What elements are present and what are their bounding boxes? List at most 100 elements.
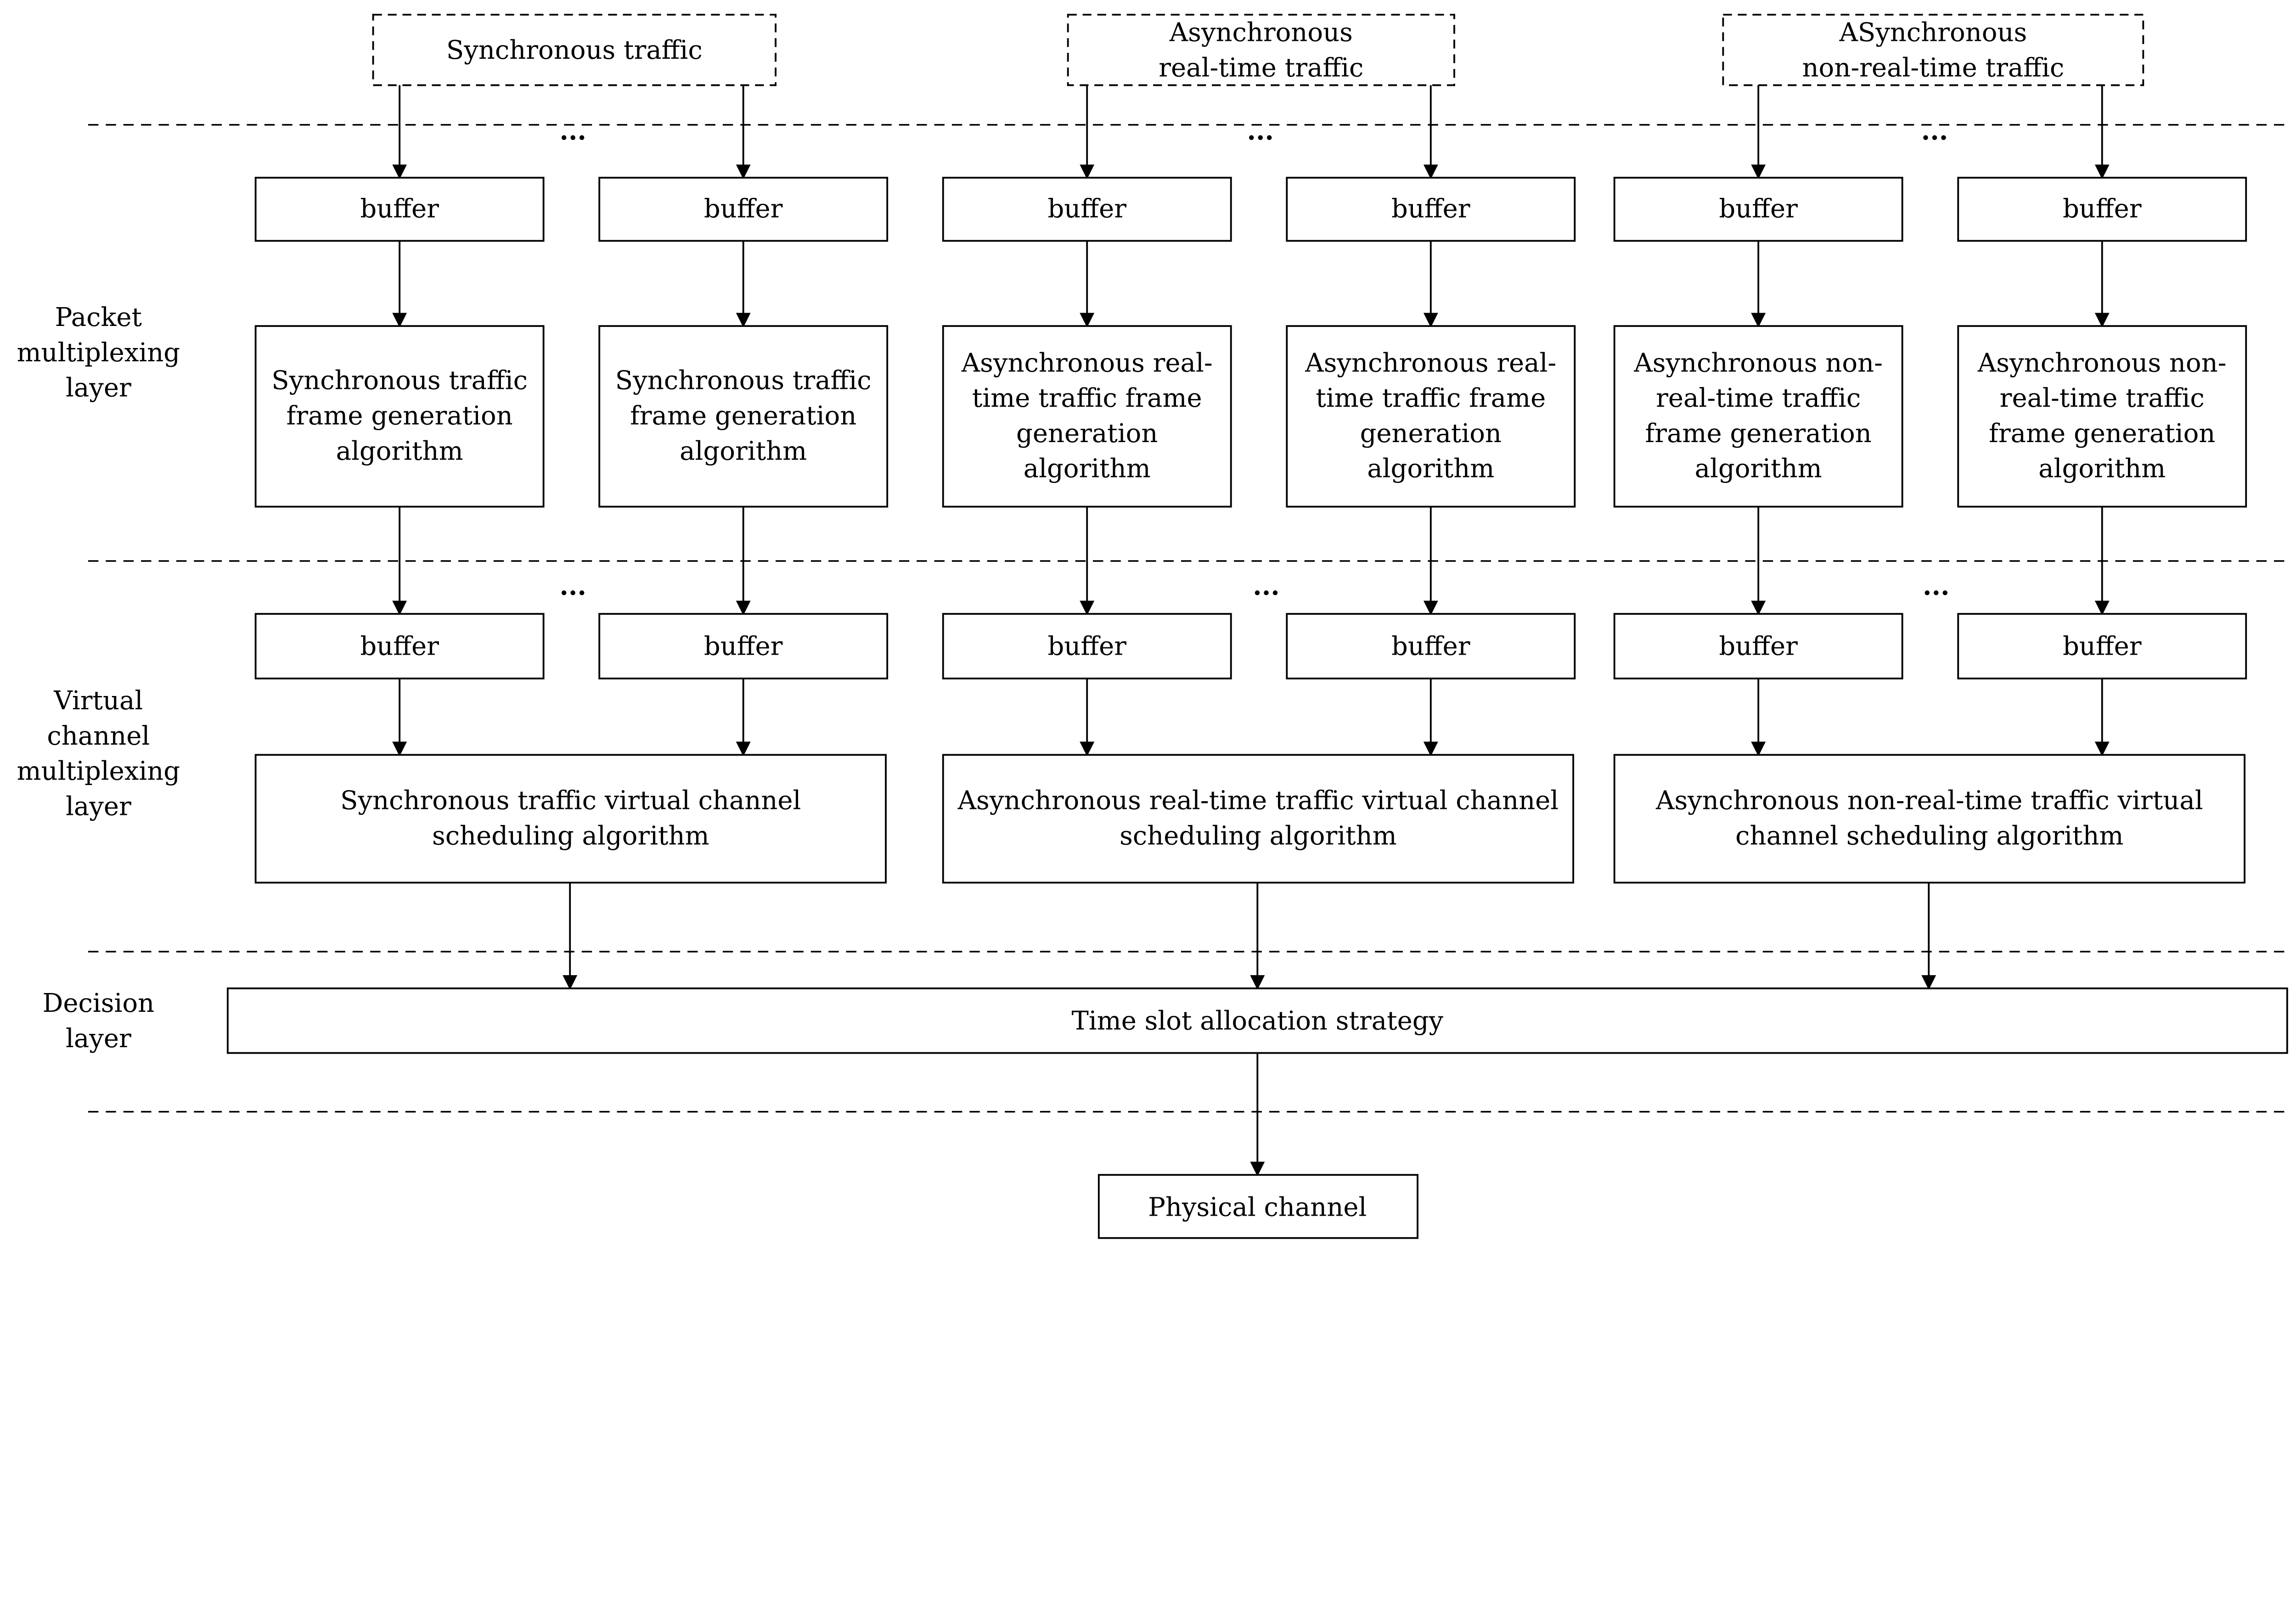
buffer-box bbox=[598, 613, 889, 679]
frame-algorithm-label-line: Asynchronous non- bbox=[1633, 348, 1883, 378]
source-label-line: Asynchronous bbox=[1169, 18, 1353, 48]
buffer-label-line: buffer bbox=[1391, 194, 1470, 224]
buffer-box bbox=[1613, 177, 1903, 242]
buffer-label-line: buffer bbox=[1719, 632, 1798, 662]
layer-label-decision-line: layer bbox=[66, 1024, 131, 1054]
buffer-label: buffer bbox=[1719, 194, 1798, 224]
frame-algorithm-box bbox=[1286, 325, 1576, 508]
ellipsis: ... bbox=[559, 116, 586, 146]
frame-algorithm-label-line: frame generation bbox=[1645, 419, 1872, 449]
frame-algorithm-label-line: generation bbox=[1360, 419, 1502, 449]
layer-label-packet-line: Packet bbox=[55, 303, 142, 332]
frame-algorithm-label-line: Asynchronous real- bbox=[961, 348, 1213, 378]
source-box bbox=[1722, 14, 2144, 86]
traffic-scheduling-diagram: Synchronous traffic Asynchronous real-time… bbox=[17, 14, 2288, 1239]
physical-channel-label: Physical channel bbox=[1148, 1193, 1367, 1223]
ellipsis: ... bbox=[1921, 116, 1948, 146]
layer-label-virtual-channel-line: layer bbox=[66, 791, 131, 821]
buffer-label: buffer bbox=[704, 632, 783, 662]
frame-algorithm-label-line: generation bbox=[1016, 419, 1158, 449]
vc-scheduling-box bbox=[1613, 754, 2245, 884]
layer-label-virtual-channel-line: multiplexing bbox=[17, 757, 180, 786]
buffer-box bbox=[1613, 613, 1903, 679]
buffer-box bbox=[598, 177, 889, 242]
source-label-line: Synchronous traffic bbox=[446, 35, 703, 65]
frame-algorithm-label: Asynchronous real-time traffic frame gene… bbox=[961, 348, 1213, 483]
vc-scheduling-label-line: Asynchronous non-real-time traffic virtu… bbox=[1655, 786, 2203, 816]
layer-label-packet-line: layer bbox=[66, 373, 131, 403]
buffer-label-line: buffer bbox=[704, 632, 783, 662]
buffer-label: buffer bbox=[1391, 194, 1470, 224]
frame-algorithm-label: Asynchronous real-time traffic frame gene… bbox=[1305, 348, 1556, 483]
frame-algorithm-label-line: time traffic frame bbox=[972, 383, 1202, 413]
frame-algorithm-label-line: real-time traffic bbox=[2000, 383, 2205, 413]
buffer-box bbox=[254, 613, 545, 679]
buffer-box bbox=[942, 177, 1232, 242]
vc-scheduling-label-line: scheduling algorithm bbox=[432, 821, 709, 851]
buffer-box bbox=[1286, 613, 1576, 679]
layer-label-virtual-channel-line: channel bbox=[47, 721, 150, 751]
buffer-label: buffer bbox=[360, 194, 439, 224]
ellipsis: ... bbox=[1923, 571, 1949, 601]
frame-algorithm-label-line: Synchronous traffic bbox=[615, 366, 872, 396]
buffer-label: buffer bbox=[1047, 632, 1126, 662]
vc-scheduling-label: Asynchronous real-time traffic virtual c… bbox=[957, 786, 1559, 851]
frame-algorithm-box bbox=[1613, 325, 1903, 508]
decision-box bbox=[226, 987, 2288, 1054]
layer-label-packet: Packet multiplexing layer bbox=[17, 303, 180, 403]
source-box bbox=[1067, 14, 1455, 86]
buffer-label-line: buffer bbox=[1047, 632, 1126, 662]
buffer-label: buffer bbox=[1719, 632, 1798, 662]
diagram: Synchronous traffic Asynchronous real-time… bbox=[17, 14, 2288, 1239]
frame-algorithm-label-line: algorithm bbox=[1695, 454, 1822, 484]
vc-scheduling-label-line: Asynchronous real-time traffic virtual c… bbox=[957, 786, 1559, 816]
frame-algorithm-box bbox=[254, 325, 545, 508]
source-label: Synchronous traffic bbox=[446, 35, 703, 65]
frame-algorithm-label-line: algorithm bbox=[680, 436, 807, 466]
vc-scheduling-label: Synchronous traffic virtual channel sched… bbox=[340, 786, 801, 851]
frame-algorithm-label-line: time traffic frame bbox=[1316, 383, 1546, 413]
ellipsis: ... bbox=[559, 571, 586, 601]
frame-algorithm-label-line: Asynchronous real- bbox=[1305, 348, 1556, 378]
frame-algorithm-label-line: algorithm bbox=[2038, 454, 2166, 484]
source-label-line: real-time traffic bbox=[1159, 53, 1363, 83]
buffer-label-line: buffer bbox=[1391, 632, 1470, 662]
source-label-line: ASynchronous bbox=[1839, 18, 2027, 48]
buffer-box bbox=[1286, 177, 1576, 242]
frame-algorithm-label-line: frame generation bbox=[1989, 419, 2215, 449]
buffer-label: buffer bbox=[2063, 194, 2142, 224]
layer-label-virtual-channel-line: Virtual bbox=[53, 686, 143, 716]
ellipsis: ... bbox=[1247, 116, 1273, 146]
frame-algorithm-label-line: algorithm bbox=[1024, 454, 1151, 484]
buffer-label-line: buffer bbox=[360, 194, 439, 224]
frame-algorithm-box bbox=[1957, 325, 2247, 508]
vc-scheduling-box bbox=[254, 754, 887, 884]
vc-scheduling-label-line: Synchronous traffic virtual channel bbox=[340, 786, 801, 816]
buffer-box bbox=[942, 613, 1232, 679]
frame-algorithm-box bbox=[598, 325, 889, 508]
frame-algorithm-label-line: frame generation bbox=[287, 401, 513, 431]
frame-algorithm-label-line: Synchronous traffic bbox=[271, 366, 528, 396]
vc-scheduling-label-line: channel scheduling algorithm bbox=[1735, 821, 2123, 851]
buffer-label-line: buffer bbox=[360, 632, 439, 662]
vc-scheduling-label: Asynchronous non-real-time traffic virtu… bbox=[1655, 786, 2203, 851]
buffer-label: buffer bbox=[360, 632, 439, 662]
decision-label: Time slot allocation strategy bbox=[1071, 1006, 1443, 1036]
frame-algorithm-label-line: algorithm bbox=[336, 436, 463, 466]
physical-channel-box bbox=[1097, 1174, 1418, 1239]
buffer-box bbox=[254, 177, 545, 242]
source-label-line: non-real-time traffic bbox=[1802, 53, 2064, 83]
buffer-label: buffer bbox=[2063, 632, 2142, 662]
buffer-label-line: buffer bbox=[1047, 194, 1126, 224]
buffer-label-line: buffer bbox=[2063, 194, 2142, 224]
layer-label-packet-line: multiplexing bbox=[17, 338, 180, 368]
buffer-label: buffer bbox=[704, 194, 783, 224]
buffer-label-line: buffer bbox=[1719, 194, 1798, 224]
buffer-label-line: buffer bbox=[2063, 632, 2142, 662]
source-label: ASynchronous non-real-time traffic bbox=[1802, 18, 2064, 83]
source-label: Asynchronous real-time traffic bbox=[1159, 18, 1363, 83]
ellipsis: ... bbox=[1253, 571, 1279, 601]
buffer-box bbox=[1957, 613, 2247, 679]
